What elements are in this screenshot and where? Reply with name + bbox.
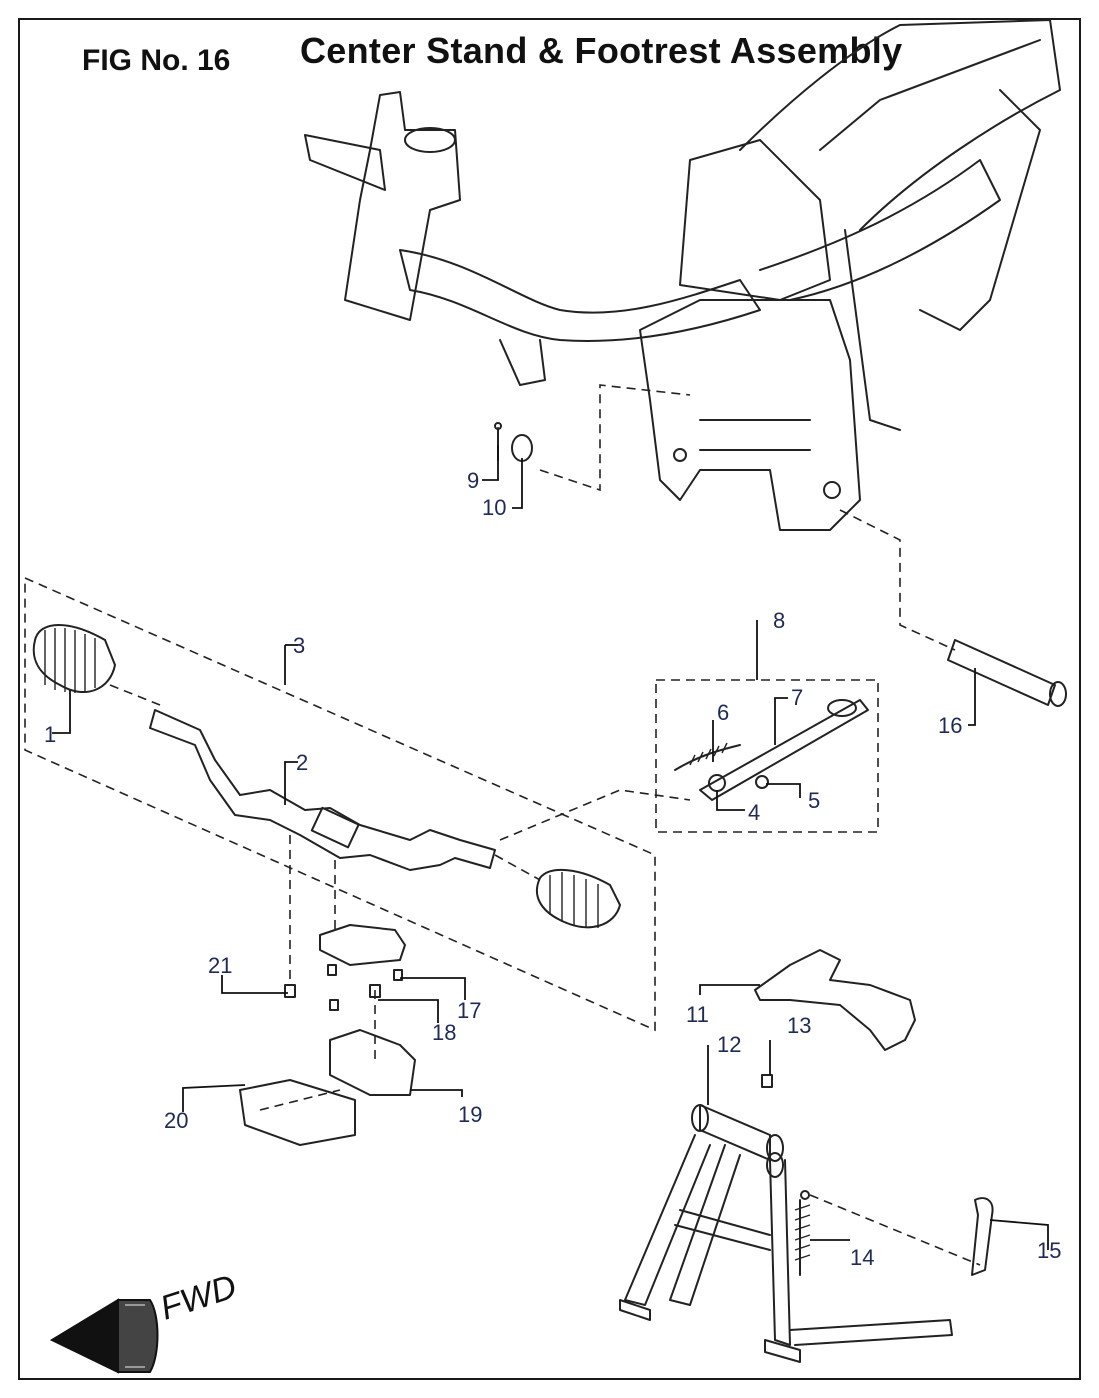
callout-2: 2 bbox=[296, 750, 308, 775]
footrest-mount-bracket bbox=[319, 924, 406, 966]
forward-arrow-icon bbox=[49, 1298, 159, 1374]
figure-frame bbox=[18, 18, 1081, 1380]
footrest-rubber-right bbox=[535, 868, 621, 929]
footrest-bar-bracket bbox=[310, 806, 360, 849]
footrest-group-boundary bbox=[24, 576, 656, 1032]
callout-labels: 1 2 3 4 5 6 7 8 9 10 11 12 13 14 15 16 1… bbox=[44, 468, 1061, 1270]
figure-number: FIG No. 16 bbox=[82, 44, 231, 77]
chassis-frame bbox=[304, 19, 1061, 531]
callout-17: 17 bbox=[457, 998, 481, 1023]
footrest-rubber-left bbox=[32, 624, 116, 694]
assembly-path-left-rubber bbox=[109, 684, 161, 706]
stand-bracket-11 bbox=[754, 949, 916, 1051]
footrest-cover-19 bbox=[329, 1029, 416, 1096]
assembly-path-shaft bbox=[839, 509, 956, 651]
pivot-shaft-16 bbox=[947, 639, 1056, 706]
callout-9: 9 bbox=[467, 468, 479, 493]
callout-12: 12 bbox=[717, 1032, 741, 1057]
stand-spring-14 bbox=[794, 1190, 811, 1276]
center-stand-12 bbox=[619, 1104, 953, 1363]
callout-20: 20 bbox=[164, 1108, 188, 1133]
side-stand-group-boundary bbox=[655, 679, 879, 833]
side-stand-7 bbox=[699, 699, 869, 801]
callout-18: 18 bbox=[432, 1020, 456, 1045]
footrest-bar bbox=[149, 709, 496, 871]
pivot-shaft-end bbox=[1049, 681, 1067, 707]
callout-15: 15 bbox=[1037, 1238, 1061, 1263]
callout-11: 11 bbox=[686, 1002, 709, 1027]
callout-10: 10 bbox=[482, 495, 506, 520]
callout-14: 14 bbox=[850, 1245, 874, 1270]
footrest-cover-20 bbox=[239, 1079, 356, 1146]
figure-title: Center Stand & Footrest Assembly bbox=[300, 30, 903, 71]
callout-1: 1 bbox=[44, 722, 56, 747]
side-stand-foot bbox=[827, 699, 857, 717]
callout-16: 16 bbox=[938, 713, 962, 738]
callout-8: 8 bbox=[773, 608, 785, 633]
stand-pin-13 bbox=[761, 1074, 773, 1088]
spring-plate-15 bbox=[971, 1197, 994, 1276]
callout-3: 3 bbox=[293, 633, 305, 658]
assembly-path-right-rubber bbox=[494, 854, 541, 881]
bolt-5 bbox=[755, 775, 769, 789]
callout-7: 7 bbox=[791, 685, 803, 710]
bolts bbox=[284, 964, 403, 1011]
callout-4: 4 bbox=[748, 800, 760, 825]
callout-6: 6 bbox=[717, 700, 729, 725]
callout-13: 13 bbox=[787, 1013, 811, 1038]
pin-clip-parts bbox=[494, 422, 533, 462]
forward-label: FWD bbox=[156, 1268, 241, 1328]
callout-19: 19 bbox=[458, 1102, 482, 1127]
callout-5: 5 bbox=[808, 788, 820, 813]
callout-leaders bbox=[52, 445, 1049, 1250]
spring-6-coils bbox=[689, 742, 728, 766]
assembly-path-pivot bbox=[539, 384, 691, 492]
assembly-path-spring bbox=[809, 1194, 981, 1266]
callout-21: 21 bbox=[208, 953, 232, 978]
assembly-path-cover-20 bbox=[259, 1089, 341, 1111]
